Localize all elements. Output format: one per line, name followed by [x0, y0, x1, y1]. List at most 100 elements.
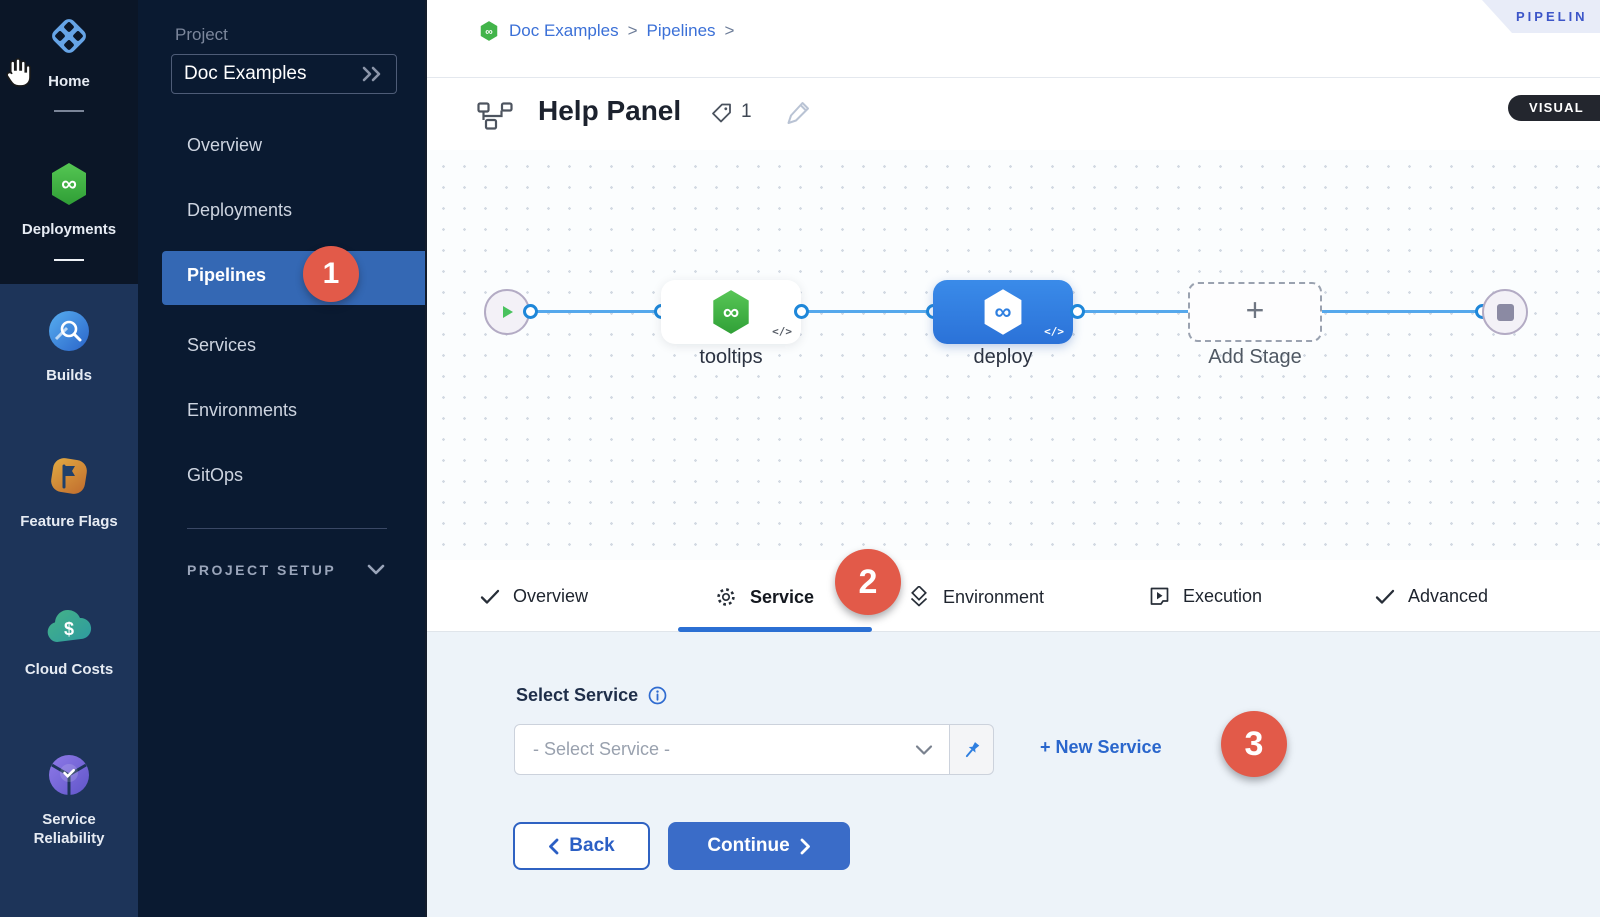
tag-icon[interactable]: [710, 101, 734, 125]
module-item-home[interactable]: Home: [0, 12, 138, 91]
home-underline: [54, 110, 84, 112]
pipeline-icon: [477, 102, 513, 130]
module-label: Builds: [46, 367, 92, 384]
service-tab-panel: Select Service - Select Service -: [427, 632, 1600, 917]
tab-environment[interactable]: Environment: [908, 586, 1044, 608]
pipeline-canvas[interactable]: ∞ </> tooltips ∞ </> deploy + Add Stag: [427, 150, 1600, 560]
new-service-link[interactable]: + New Service: [1040, 737, 1162, 757]
breadcrumb-bar: ∞ Doc Examples > Pipelines > PIPELIN: [427, 0, 1600, 78]
annotation-number: 3: [1244, 724, 1264, 763]
stage-node-tooltips[interactable]: ∞ </>: [661, 280, 801, 344]
project-sidebar: Project Doc Examples Overview Deployment…: [138, 0, 427, 917]
project-section-label: Project: [175, 25, 228, 44]
cloud-costs-icon: $: [47, 609, 92, 642]
svg-text:∞: ∞: [485, 27, 492, 38]
sidebar-item-overview[interactable]: Overview: [187, 135, 263, 155]
project-name: Doc Examples: [184, 63, 307, 84]
svg-text:∞: ∞: [995, 299, 1012, 326]
tab-execution[interactable]: Execution: [1149, 586, 1262, 607]
code-glyph: </>: [1044, 325, 1064, 338]
deployments-icon: ∞: [52, 163, 86, 205]
node-port[interactable]: [794, 304, 809, 319]
stage-label-tooltips: tooltips: [699, 346, 763, 368]
sidebar-item-pipelines[interactable]: Pipelines: [162, 251, 425, 305]
tab-label: Advanced: [1408, 586, 1489, 606]
back-button-label: Back: [569, 835, 615, 856]
select-service-placeholder: - Select Service -: [533, 739, 671, 759]
active-tab-indicator: [678, 627, 872, 632]
connector-line: [1077, 310, 1188, 313]
chevron-left-icon: [549, 838, 559, 854]
sidebar-item-gitops[interactable]: GitOps: [187, 465, 244, 485]
edit-pencil-icon[interactable]: [785, 98, 811, 126]
visual-toggle-label: VISUAL: [1529, 100, 1584, 115]
hand-cursor-icon: [6, 57, 31, 87]
stop-icon: [1496, 303, 1514, 321]
chevron-right-icon: [800, 838, 810, 854]
project-selector[interactable]: Doc Examples: [171, 54, 397, 94]
node-port[interactable]: [1070, 304, 1085, 319]
service-reliability-icon: [49, 755, 89, 795]
module-item-builds[interactable]: Builds: [0, 308, 138, 385]
project-setup-label: PROJECT SETUP: [187, 562, 337, 578]
module-item-service-reliability[interactable]: Service Reliability: [0, 752, 138, 848]
harness-stage-icon: ∞: [713, 290, 749, 334]
module-item-feature-flags[interactable]: Feature Flags: [0, 452, 138, 531]
visual-yaml-toggle[interactable]: VISUAL: [1508, 95, 1600, 121]
home-icon: [52, 19, 86, 53]
tab-label: Overview: [513, 586, 589, 606]
sidebar-item-services[interactable]: Services: [187, 335, 257, 355]
layers-icon: [910, 586, 928, 607]
info-icon[interactable]: [648, 686, 667, 705]
module-item-cloud-costs[interactable]: $ Cloud Costs: [0, 606, 138, 679]
annotation-badge-3: 3: [1221, 711, 1287, 777]
breadcrumb-separator: >: [724, 21, 735, 40]
play-box-icon: [1150, 587, 1169, 605]
module-item-deployments[interactable]: ∞ Deployments: [0, 160, 138, 239]
continue-button[interactable]: Continue: [668, 822, 850, 870]
feature-flags-icon: [51, 458, 87, 494]
select-service-label-text: Select Service: [516, 685, 639, 705]
svg-text:$: $: [64, 619, 74, 639]
annotation-badge-1: 1: [303, 246, 359, 302]
annotation-number: 2: [858, 562, 878, 601]
tab-overview[interactable]: Overview: [480, 586, 588, 607]
harness-stage-icon: ∞: [984, 289, 1022, 335]
project-setup-toggle[interactable]: PROJECT SETUP: [187, 562, 336, 578]
stage-tabbar: Overview Service Environment: [427, 560, 1600, 632]
chevron-down-icon[interactable]: [366, 563, 386, 577]
stage-node-deploy[interactable]: ∞ </>: [933, 280, 1073, 344]
svg-text:∞: ∞: [723, 298, 739, 324]
tab-advanced[interactable]: Advanced: [1375, 586, 1488, 607]
plus-icon: +: [1245, 292, 1265, 328]
annotation-badge-2: 2: [835, 549, 901, 615]
breadcrumb: ∞ Doc Examples > Pipelines >: [478, 20, 734, 42]
module-rail: Home ∞ Deployments Builds: [0, 0, 138, 917]
pipeline-end-node[interactable]: [1482, 289, 1528, 335]
back-button[interactable]: Back: [513, 822, 650, 870]
breadcrumb-link-pipelines[interactable]: Pipelines: [646, 21, 716, 40]
module-label: Cloud Costs: [24, 661, 114, 678]
sidebar-item-deployments[interactable]: Deployments: [187, 200, 293, 220]
select-service-dropdown[interactable]: - Select Service -: [514, 724, 950, 775]
continue-button-label: Continue: [707, 835, 790, 856]
breadcrumb-link-project[interactable]: Doc Examples: [509, 21, 619, 40]
breadcrumb-separator: >: [627, 21, 638, 40]
double-chevron-right-icon: [362, 66, 381, 82]
add-stage-button[interactable]: +: [1188, 282, 1322, 342]
sidebar-item-environments[interactable]: Environments: [187, 400, 298, 420]
connector-line: [530, 310, 661, 313]
deployments-underline: [54, 259, 84, 261]
code-glyph: </>: [772, 325, 792, 338]
node-port[interactable]: [523, 304, 538, 319]
tab-label: Service: [750, 586, 815, 607]
gear-icon: [717, 588, 735, 606]
module-label: Service Reliability: [33, 811, 105, 847]
pin-service-button[interactable]: [950, 724, 994, 775]
stage-label-deploy: deploy: [973, 346, 1033, 368]
tab-service[interactable]: Service: [715, 586, 814, 608]
svg-text:∞: ∞: [61, 171, 77, 196]
module-label: Home: [48, 73, 90, 90]
pipeline-studio-banner-label: PIPELIN: [1516, 9, 1588, 24]
